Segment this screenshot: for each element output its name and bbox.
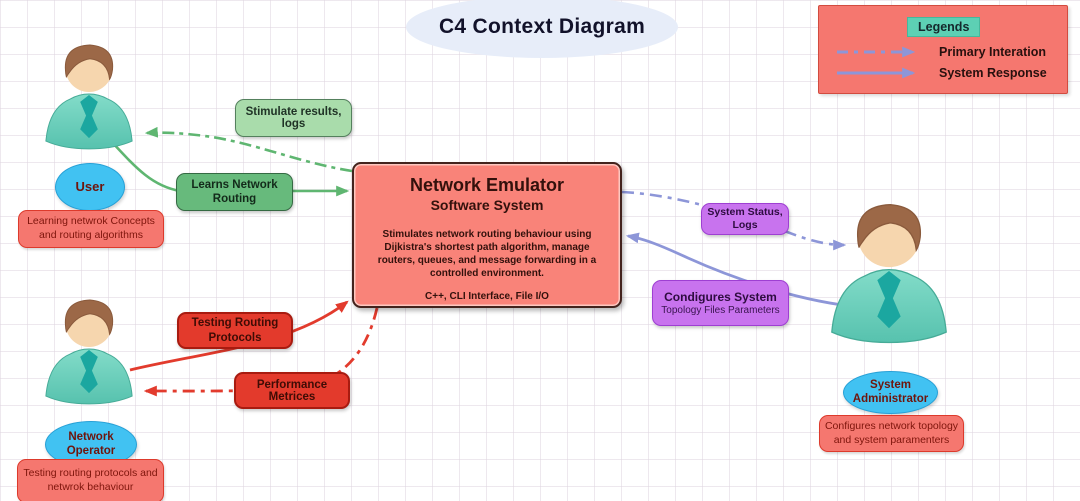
legend-heading: Legends: [907, 17, 981, 37]
actor-label-user[interactable]: User: [55, 163, 125, 211]
interaction-label-learns-network-routing[interactable]: Learns Network Routing: [176, 173, 293, 211]
interaction-text: Condigures System: [664, 290, 777, 304]
legend-item-label: Primary Interation: [939, 45, 1046, 59]
interaction-text: Testing Routing Protocols: [191, 317, 279, 344]
caption-text: Learning netwrok Concepts and routing al…: [27, 215, 155, 241]
interaction-label-testing-routing-protocols[interactable]: Testing Routing Protocols: [177, 312, 293, 349]
caption-text: Testing routing protocols and netwrok be…: [23, 467, 158, 493]
connector-admin-response-to-system[interactable]: [625, 232, 851, 308]
legend-panel[interactable]: Legends Primary Interation System Respon…: [818, 5, 1068, 94]
diagram-title-text: C4 Context Diagram: [438, 15, 646, 38]
interaction-subtext: Topology Files Parameters: [661, 305, 780, 316]
system-administrator-figure[interactable]: [824, 196, 954, 346]
dashed-arrow-sample: [837, 46, 916, 58]
interaction-label-stimulate-results[interactable]: Stimulate results, logs: [235, 99, 352, 137]
caption-user[interactable]: Learning netwrok Concepts and routing al…: [18, 210, 164, 248]
caption-system-administrator[interactable]: Configures network topology and system p…: [819, 415, 964, 452]
interaction-text: Learns Network Routing: [191, 178, 278, 205]
actor-name: User: [75, 179, 105, 195]
system-node-network-emulator[interactable]: Network Emulator Software System Stimula…: [352, 162, 622, 308]
interaction-text: Performance Metrices: [256, 378, 328, 403]
system-technology: C++, CLI Interface, File I/O: [425, 291, 549, 302]
connector-system-response-to-operator[interactable]: [143, 307, 379, 397]
diagram-title[interactable]: C4 Context Diagram: [406, 0, 678, 58]
system-type: Software System: [430, 197, 544, 213]
caption-text: Configures network topology and system p…: [824, 419, 959, 446]
system-description: Stimulates network routing behaviour usi…: [377, 229, 597, 279]
interaction-text: Stimulate results, logs: [245, 106, 342, 130]
actor-name: System Administrator: [852, 378, 929, 405]
user-figure[interactable]: [40, 38, 138, 152]
interaction-label-configures-system[interactable]: Condigures System Topology Files Paramet…: [652, 280, 789, 326]
actor-name: Network Operator: [66, 430, 116, 457]
connector-system-response-to-user[interactable]: [144, 126, 353, 173]
actor-label-system-administrator[interactable]: System Administrator: [843, 371, 938, 414]
solid-arrow-sample: [837, 67, 916, 79]
network-operator-figure[interactable]: [40, 293, 138, 407]
interaction-text: System Status, Logs: [707, 205, 783, 231]
system-name: Network Emulator: [409, 175, 565, 195]
legend-item-response: System Response: [835, 66, 1047, 80]
caption-network-operator[interactable]: Testing routing protocols and netwrok be…: [17, 459, 164, 501]
legend-item-primary: Primary Interation: [835, 45, 1046, 59]
interaction-label-performance-metrices[interactable]: Performance Metrices: [234, 372, 350, 409]
legend-item-label: System Response: [939, 66, 1047, 80]
interaction-label-system-status-logs[interactable]: System Status, Logs: [701, 203, 789, 235]
